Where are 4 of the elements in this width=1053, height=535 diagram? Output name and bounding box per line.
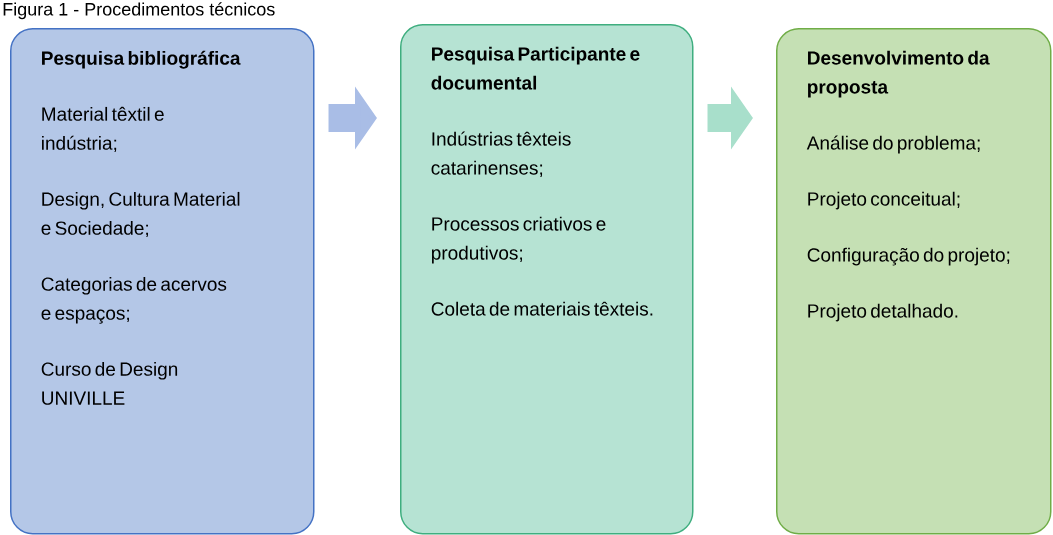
figure-title: Figura 1 - Procedimentos técnicos [3,2,275,20]
stage-box: Desenvolvimento da proposta Análise do problema; Projeto conceitual; Configuração do projeto; Projeto detalhado. [776,28,1052,535]
stage-box: Pesquisa bibliográfica Material têxtil e indústria; Design, Cultura Material e Sociedade; Categorias de acervos e espaços; Curso de Design UNIVILLE [10,28,315,535]
stage-box: Pesquisa Participante e documental Indústrias têxteis catarinenses; Processos criativos e produtivos; Coleta de materiais têxteis. [400,24,694,535]
